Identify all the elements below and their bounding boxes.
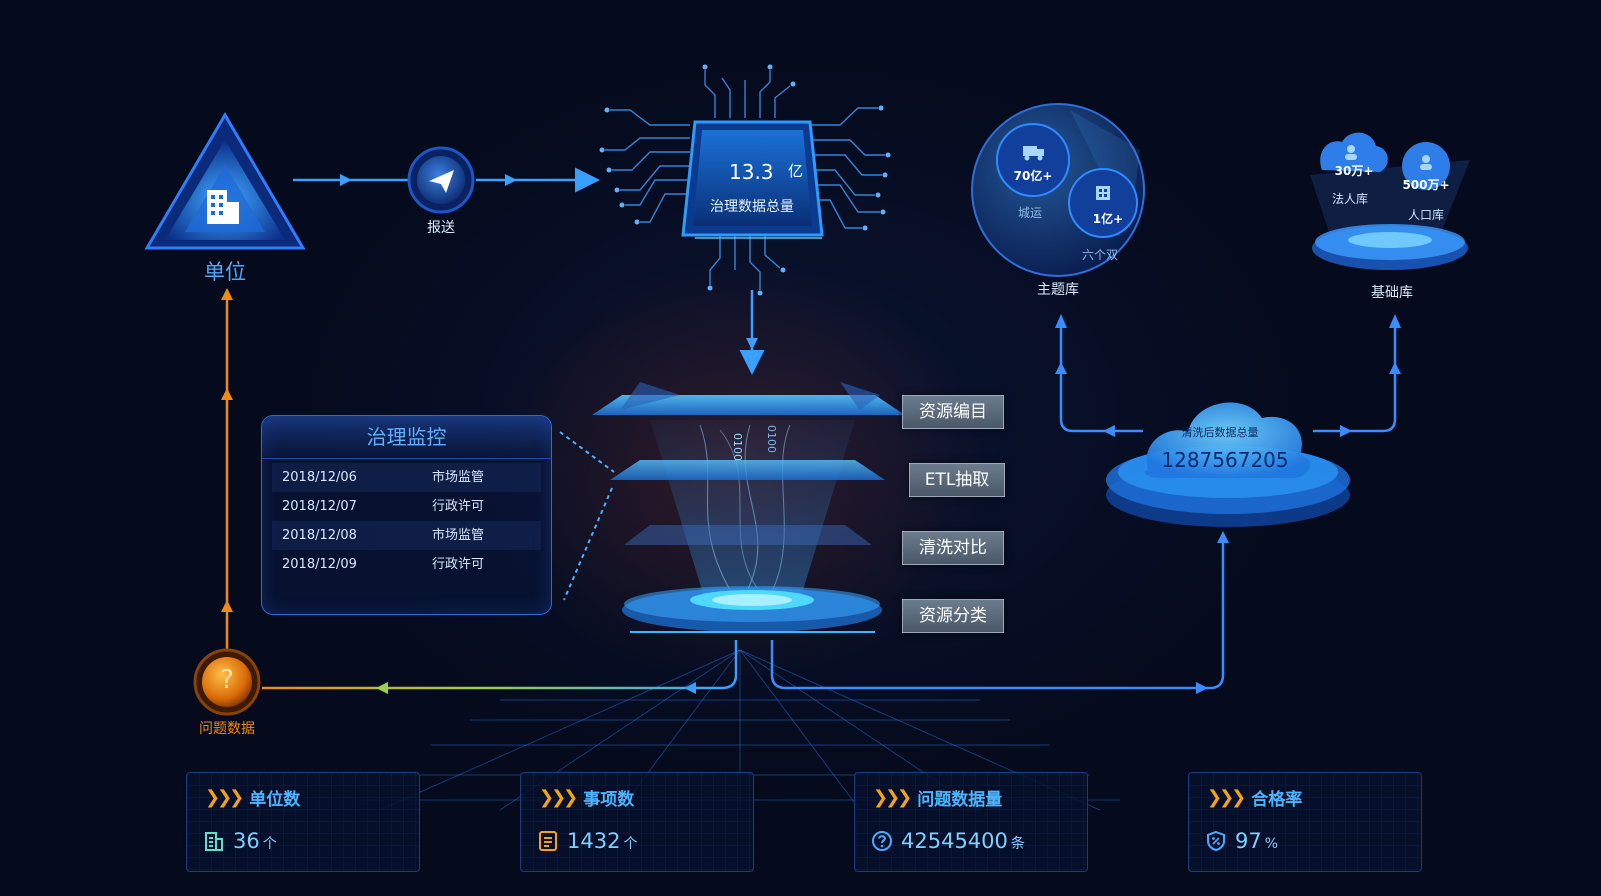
stage-plate-clean <box>624 525 872 545</box>
stat-title: 单位数 <box>249 790 301 810</box>
chip-to-funnel-arrow <box>739 290 765 375</box>
cleaned-data-cloud[interactable] <box>1106 402 1350 527</box>
unit-node[interactable] <box>144 112 306 250</box>
row-date: 2018/12/08 <box>282 528 357 543</box>
row-type: 市场监管 <box>432 470 485 485</box>
chevron-icon: ❯❯❯ <box>1207 787 1246 808</box>
funnel-bits-right: 0100 <box>765 425 778 453</box>
stat-value-wrap: 97 % <box>1205 829 1278 853</box>
stat-value: 97 <box>1235 829 1262 853</box>
stage-tag-classify[interactable]: 资源分类 <box>902 599 1004 633</box>
stat-title: 合格率 <box>1251 790 1303 810</box>
stat-card-problem-data[interactable]: ❯❯❯ 问题数据量 42545400 条 <box>854 772 1088 872</box>
stat-title-wrap: ❯❯❯ 单位数 <box>205 785 300 810</box>
base-library[interactable] <box>1310 132 1470 270</box>
stat-card-items[interactable]: ❯❯❯ 事项数 1432 个 <box>520 772 754 872</box>
theme-big-label: 城运 <box>1017 206 1043 220</box>
chip-circuit <box>605 70 885 290</box>
stage-tag-catalog[interactable]: 资源编目 <box>902 395 1004 429</box>
cloud-label: 清洗后数据总量 <box>1181 426 1259 439</box>
base-right-label: 人口库 <box>1407 208 1445 222</box>
report-label: 报送 <box>427 220 455 236</box>
table-row[interactable]: 2018/12/07 行政许可 <box>272 492 541 521</box>
stat-title-wrap: ❯❯❯ 合格率 <box>1207 785 1302 810</box>
cleaned-data-flow <box>770 531 1229 694</box>
monitor-connectors <box>559 431 615 601</box>
stage-tag-clean[interactable]: 清洗对比 <box>902 531 1004 565</box>
table-row[interactable]: 2018/12/08 市场监管 <box>272 521 541 550</box>
chip-circuit-nodes <box>599 64 891 296</box>
stat-value-wrap: 42545400 条 <box>871 829 1025 853</box>
stat-title-wrap: ❯❯❯ 问题数据量 <box>873 785 1002 810</box>
person-icon <box>1345 145 1432 170</box>
row-date: 2018/12/07 <box>282 499 357 514</box>
row-date: 2018/12/09 <box>282 557 357 572</box>
governance-monitor-panel: 治理监控 2018/12/06 市场监管 2018/12/07 行政许可 201… <box>261 415 552 615</box>
cloud-value: 1287567205 <box>1161 448 1289 472</box>
shield-percent-icon <box>1207 830 1225 852</box>
stat-unit: 条 <box>1010 836 1025 852</box>
truck-icon <box>1023 146 1044 161</box>
base-right-value: 500万+ <box>1402 178 1450 192</box>
report-flow-arrows <box>293 167 600 193</box>
stat-unit: 个 <box>623 836 638 852</box>
row-date: 2018/12/06 <box>282 470 357 485</box>
building-small-icon <box>1096 186 1110 200</box>
theme-small-label: 六个双 <box>1081 248 1119 262</box>
table-row[interactable]: 2018/12/09 行政许可 <box>272 550 541 579</box>
base-left-value: 30万+ <box>1334 164 1374 178</box>
stat-title: 问题数据量 <box>917 790 1003 810</box>
stat-card-pass-rate[interactable]: ❯❯❯ 合格率 97 % <box>1188 772 1422 872</box>
stat-card-units[interactable]: ❯❯❯ 单位数 36 个 <box>186 772 420 872</box>
unit-label: 单位 <box>204 260 246 284</box>
chip-value: 13.3 <box>729 160 774 184</box>
chip-unit: 亿 <box>788 162 804 180</box>
chevron-icon: ❯❯❯ <box>539 787 578 808</box>
stat-title-wrap: ❯❯❯ 事项数 <box>539 785 634 810</box>
monitor-rows: 2018/12/06 市场监管 2018/12/07 行政许可 2018/12/… <box>262 459 551 579</box>
stage-tag-etl[interactable]: ETL抽取 <box>909 463 1005 497</box>
chip-label: 治理数据总量 <box>710 199 794 215</box>
cloud-to-libraries <box>1055 314 1401 437</box>
stat-value: 1432 <box>567 829 621 853</box>
building-icon <box>207 190 239 224</box>
problem-data-label: 问题数据 <box>199 721 255 737</box>
row-type: 市场监管 <box>432 528 485 543</box>
stat-value: 42545400 <box>901 829 1008 853</box>
stat-unit: 个 <box>262 836 277 852</box>
theme-library[interactable] <box>971 103 1145 277</box>
stat-unit: % <box>1264 836 1279 852</box>
chevron-icon: ❯❯❯ <box>873 787 912 808</box>
row-type: 行政许可 <box>432 557 485 572</box>
row-type: 行政许可 <box>432 499 485 514</box>
stat-value-wrap: 36 个 <box>203 829 277 853</box>
table-row[interactable]: 2018/12/06 市场监管 <box>272 463 541 492</box>
stat-title: 事项数 <box>583 790 635 810</box>
theme-small-value: 1亿+ <box>1092 212 1124 226</box>
problem-data-node[interactable] <box>193 648 261 716</box>
funnel-bits-left: 0100 <box>731 433 744 461</box>
question-icon <box>872 831 892 851</box>
document-icon <box>539 831 557 851</box>
stat-value-wrap: 1432 个 <box>537 829 637 853</box>
question-icon: ? <box>220 665 234 695</box>
stat-value: 36 <box>233 829 260 853</box>
problem-flow <box>221 288 738 694</box>
data-chip[interactable] <box>681 120 824 239</box>
chevron-icon: ❯❯❯ <box>205 787 244 808</box>
processing-funnel <box>592 382 905 633</box>
building-icon <box>205 832 223 851</box>
theme-library-title: 主题库 <box>1037 282 1079 298</box>
theme-big-value: 70亿+ <box>1013 169 1053 183</box>
stage-plate-catalog <box>592 395 905 415</box>
paper-plane-icon <box>429 170 454 193</box>
base-left-label: 法人库 <box>1331 192 1369 206</box>
stage-plate-etl <box>610 460 885 480</box>
report-node[interactable] <box>407 146 475 214</box>
base-library-title: 基础库 <box>1371 285 1413 301</box>
monitor-title: 治理监控 <box>262 416 551 459</box>
